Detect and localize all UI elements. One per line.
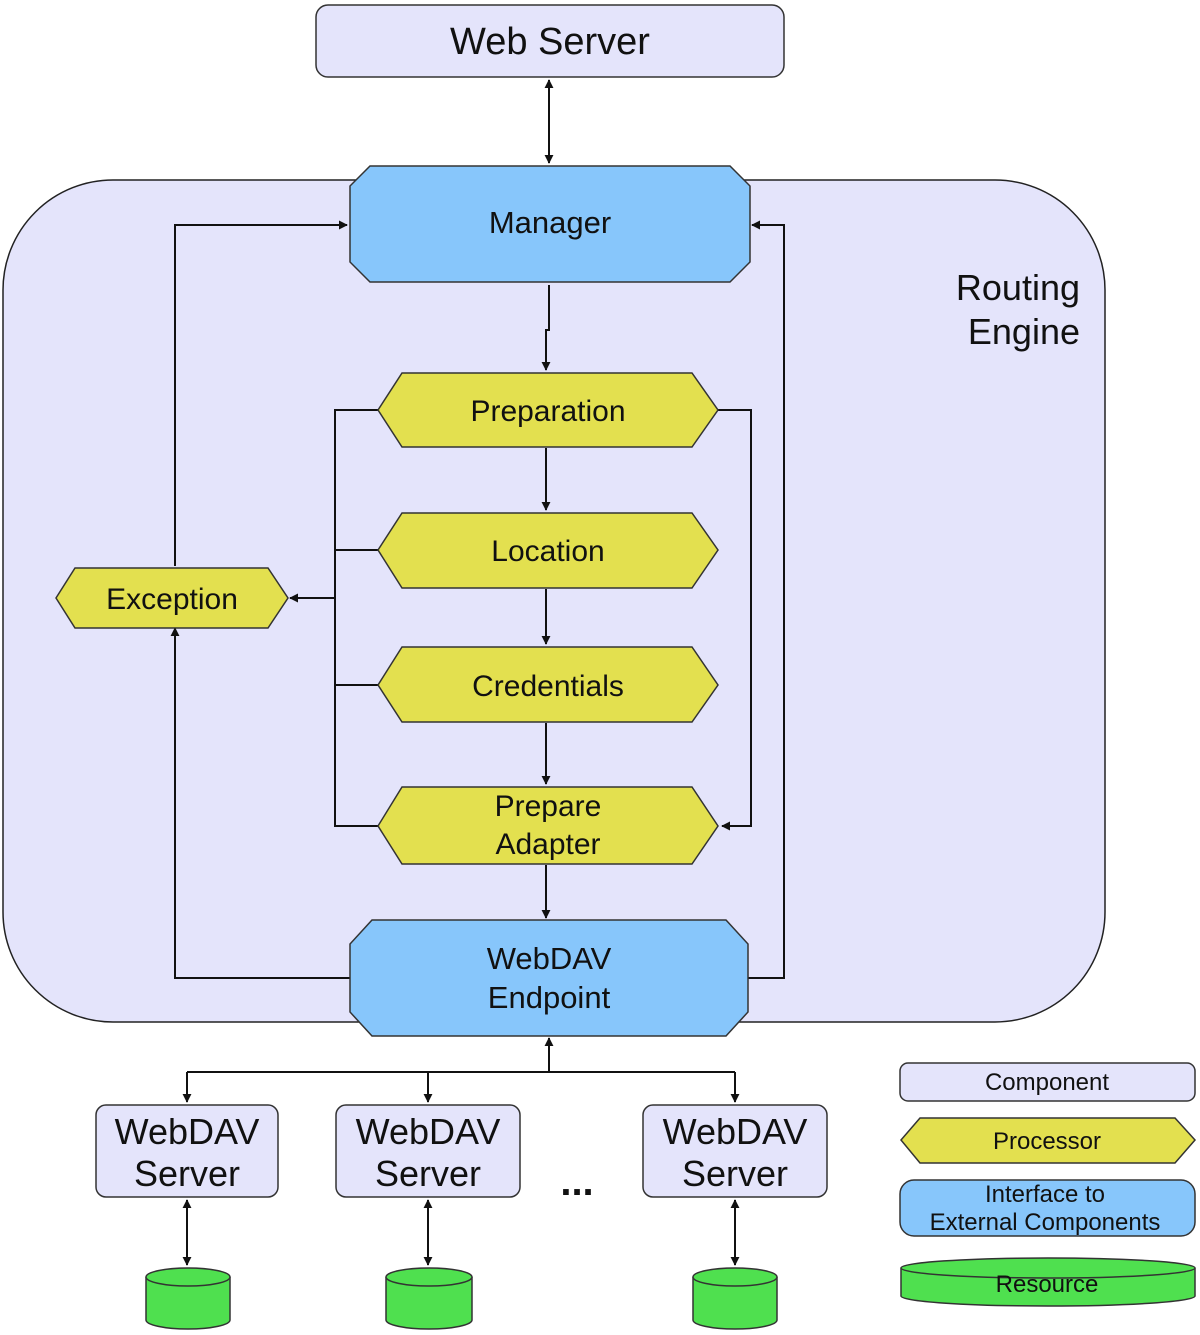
- legend-component-label: Component: [985, 1069, 1109, 1096]
- webdav-server-label-line1: WebDAV: [356, 1111, 501, 1152]
- webdav-server-node-3: WebDAV Server: [642, 1104, 828, 1198]
- legend-interface-label-line1: Interface to: [985, 1181, 1105, 1208]
- routing-engine-container: Routing Engine: [2, 179, 1106, 1023]
- webdav-server-label-line2: Server: [134, 1153, 240, 1194]
- resource-cylinder-1: [145, 1267, 231, 1330]
- exception-label: Exception: [106, 583, 238, 616]
- routing-engine-label-line1: Routing: [956, 267, 1080, 308]
- manager-preparation-link: [541, 285, 551, 371]
- credentials-label: Credentials: [472, 670, 624, 703]
- manager-node: Manager: [349, 165, 751, 283]
- webdav-server-label-line1: WebDAV: [115, 1111, 260, 1152]
- web-server-node: Web Server: [315, 4, 785, 78]
- webdav-server-node-1: WebDAV Server: [95, 1104, 279, 1198]
- routing-engine-label-line2: Engine: [968, 311, 1080, 352]
- preparation-bypass-link: [716, 409, 752, 831]
- credentials-node: Credentials: [377, 646, 719, 723]
- preparation-label: Preparation: [470, 395, 625, 428]
- webdav-endpoint-label-line2: Endpoint: [488, 980, 611, 1015]
- web-server-label: Web Server: [450, 21, 650, 63]
- exception-node: Exception: [55, 567, 289, 629]
- prepare-adapter-node: Prepare Adapter: [377, 786, 719, 865]
- legend-processor-label: Processor: [993, 1128, 1101, 1155]
- webdav-endpoint-label-line1: WebDAV: [487, 941, 612, 976]
- legend-interface-label-line2: External Components: [930, 1209, 1161, 1236]
- webdav-server-label-line2: Server: [682, 1153, 788, 1194]
- resource-cylinder-2: [385, 1267, 473, 1330]
- location-node: Location: [377, 512, 719, 589]
- exception-manager-link: [174, 220, 348, 566]
- ellipsis: ...: [560, 1160, 593, 1204]
- prepare-adapter-label-line2: Adapter: [495, 828, 600, 861]
- webdav-server-label-line2: Server: [375, 1153, 481, 1194]
- webdav-server-node-2: WebDAV Server: [335, 1104, 521, 1198]
- endpoint-manager-link: [748, 220, 785, 979]
- connectors: [170, 79, 785, 1266]
- prepare-adapter-label-line1: Prepare: [495, 790, 602, 823]
- webdav-server-label-line1: WebDAV: [663, 1111, 808, 1152]
- legend-component: Component: [899, 1062, 1196, 1102]
- legend-processor: Processor: [900, 1117, 1197, 1164]
- legend-resource: Resource: [900, 1257, 1196, 1307]
- location-label: Location: [491, 535, 604, 568]
- legend-interface: Interface to External Components: [899, 1179, 1196, 1237]
- preparation-node: Preparation: [377, 372, 719, 448]
- endpoint-exception-link: [170, 627, 350, 979]
- resource-cylinder-3: [692, 1267, 778, 1330]
- manager-label: Manager: [489, 205, 611, 240]
- webdav-endpoint-node: WebDAV Endpoint: [349, 919, 749, 1037]
- legend: Component Processor Interface to Externa…: [899, 1062, 1197, 1307]
- legend-resource-label: Resource: [996, 1271, 1099, 1298]
- exception-bus-line: [334, 409, 380, 827]
